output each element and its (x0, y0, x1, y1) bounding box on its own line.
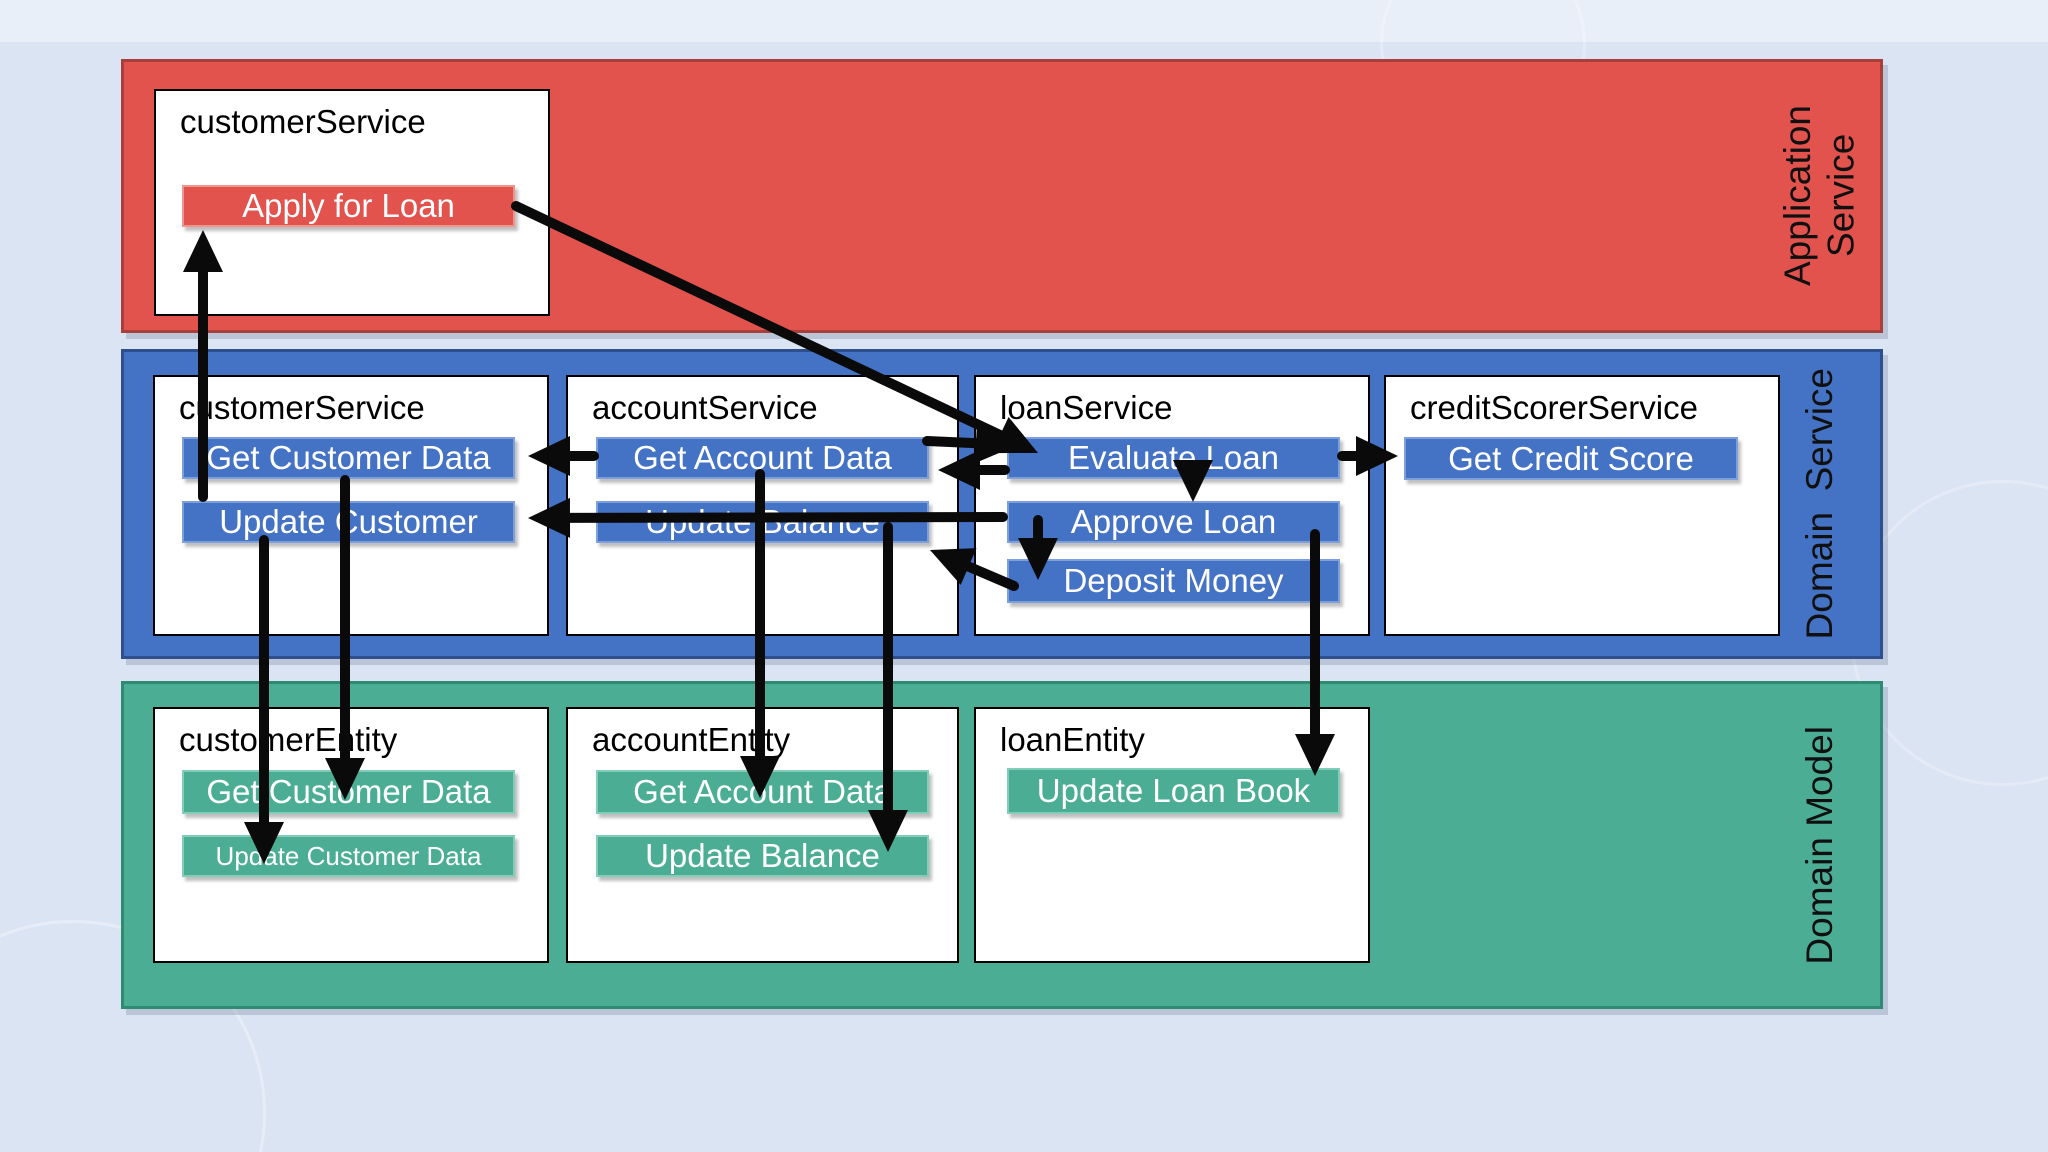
method-entity-update-customer-data: Update Customer Data (182, 835, 515, 877)
box-title-account-entity: accountEntity (592, 721, 791, 758)
method-apply-for-loan: Apply for Loan (182, 185, 515, 227)
method-update-customer: Update Customer (182, 501, 515, 543)
method-get-account-data: Get Account Data (596, 437, 929, 479)
method-approve-loan: Approve Loan (1007, 501, 1340, 543)
band-label-text: Domain Service (1799, 368, 1841, 640)
band-label-domain-service: Domain Service (1764, 352, 1876, 656)
band-label-text: Application Service (1777, 105, 1862, 287)
box-title-customer-entity: customerEntity (179, 721, 398, 758)
band-label-application-service: Application Service (1764, 62, 1876, 330)
method-entity-update-loan-book: Update Loan Book (1007, 768, 1340, 814)
method-update-balance: Update Balance (596, 501, 929, 543)
method-entity-get-customer-data: Get Customer Data (182, 770, 515, 814)
background-top-strip (0, 0, 2048, 42)
box-title-domain-account-service: accountService (592, 389, 818, 426)
method-get-customer-data: Get Customer Data (182, 437, 515, 479)
box-title-domain-loan-service: loanService (1000, 389, 1173, 426)
method-get-credit-score: Get Credit Score (1404, 437, 1738, 480)
box-title-domain-customer-service: customerService (179, 389, 425, 426)
method-entity-update-balance: Update Balance (596, 835, 929, 877)
box-title-loan-entity: loanEntity (1000, 721, 1145, 758)
band-label-domain-model: Domain Model (1764, 684, 1876, 1006)
box-title-domain-credit-scorer-service: creditScorerService (1410, 389, 1698, 426)
band-label-text: Domain Model (1799, 725, 1841, 965)
box-title-app-customer-service: customerService (180, 103, 426, 140)
method-deposit-money: Deposit Money (1007, 559, 1340, 603)
method-evaluate-loan: Evaluate Loan (1007, 437, 1340, 479)
method-entity-get-account-data: Get Account Data (596, 770, 929, 814)
